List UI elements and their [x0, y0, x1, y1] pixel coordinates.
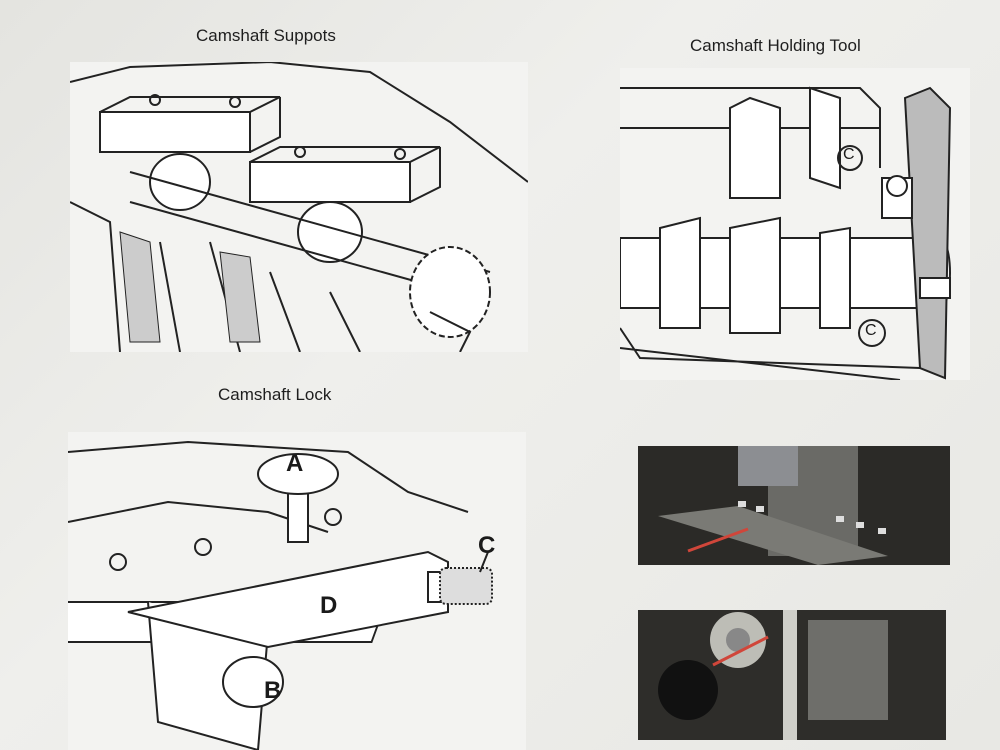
holding-tool-label-c1: C	[843, 146, 855, 163]
arrow-icon	[712, 635, 769, 667]
camshaft-supports-illustration	[70, 62, 528, 352]
lock-label-d: D	[320, 592, 338, 619]
lock-label-a: A	[286, 450, 304, 477]
engine-photo-top	[638, 446, 950, 565]
camshaft-lock-illustration: A C D B	[68, 432, 526, 750]
engine-photo-bottom	[638, 610, 946, 740]
arrow-icon	[687, 527, 749, 553]
holding-tool-label-c2: C	[865, 322, 877, 339]
holding-tool-title: Camshaft Holding Tool	[690, 36, 861, 55]
lock-label-b: B	[264, 677, 282, 704]
supports-title: Camshaft Suppots	[196, 26, 336, 45]
camshaft-holding-tool-illustration: C C	[620, 68, 970, 380]
lock-title: Camshaft Lock	[218, 385, 332, 404]
lock-label-c: C	[478, 532, 496, 559]
